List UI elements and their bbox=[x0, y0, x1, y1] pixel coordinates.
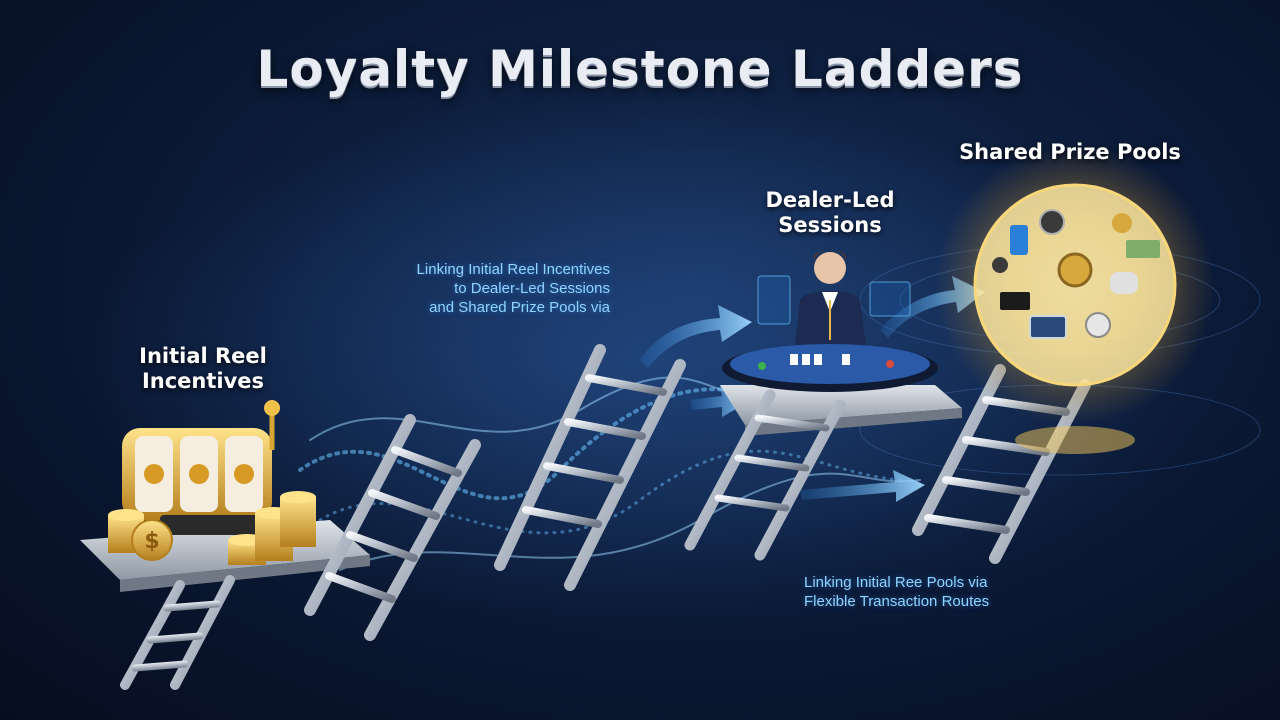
stage-label-line: Sessions bbox=[778, 213, 882, 237]
prize-items bbox=[1000, 225, 1160, 339]
ladder-icon bbox=[120, 575, 235, 690]
annotation-line: Flexible Transaction Routes bbox=[804, 593, 990, 610]
annotation-bottom: Linking Initial Ree Pools via Flexible T… bbox=[804, 573, 1064, 611]
annotation-line: to Dealer-Led Sessions bbox=[454, 280, 610, 297]
page-title: Loyalty Milestone Ladders bbox=[256, 40, 1024, 98]
stage-label-dealer: Dealer-Led Sessions bbox=[740, 188, 920, 238]
card-table-icon bbox=[722, 344, 938, 392]
slot-machine-icon bbox=[122, 400, 280, 535]
ladder-icon bbox=[304, 414, 481, 641]
dealer-figure-icon bbox=[795, 250, 866, 345]
holo-panel bbox=[757, 275, 911, 325]
stage-label-line: Shared Prize Pools bbox=[959, 140, 1181, 164]
svg-text:$: $ bbox=[144, 529, 159, 554]
stage-label-line: Dealer-Led bbox=[765, 188, 895, 212]
ladder-icon bbox=[684, 389, 846, 561]
stage-label-reels: Initial Reel Incentives bbox=[118, 344, 288, 394]
stage-label-line: Initial Reel bbox=[139, 344, 267, 368]
stage-label-prizes: Shared Prize Pools bbox=[940, 140, 1200, 165]
annotation-line: and Shared Prize Pools via bbox=[429, 299, 610, 316]
stage-label-line: Incentives bbox=[141, 369, 265, 393]
gold-coin-stack-icon: $ bbox=[108, 491, 316, 565]
annotation-line: Linking Initial Ree Pools via bbox=[804, 574, 988, 591]
annotation-top: Linking Initial Reel Incentives to Deale… bbox=[380, 260, 610, 317]
ladder-icon bbox=[494, 344, 686, 591]
annotation-line: Linking Initial Reel Incentives bbox=[416, 261, 610, 278]
wristwatch-icon bbox=[992, 209, 1132, 338]
